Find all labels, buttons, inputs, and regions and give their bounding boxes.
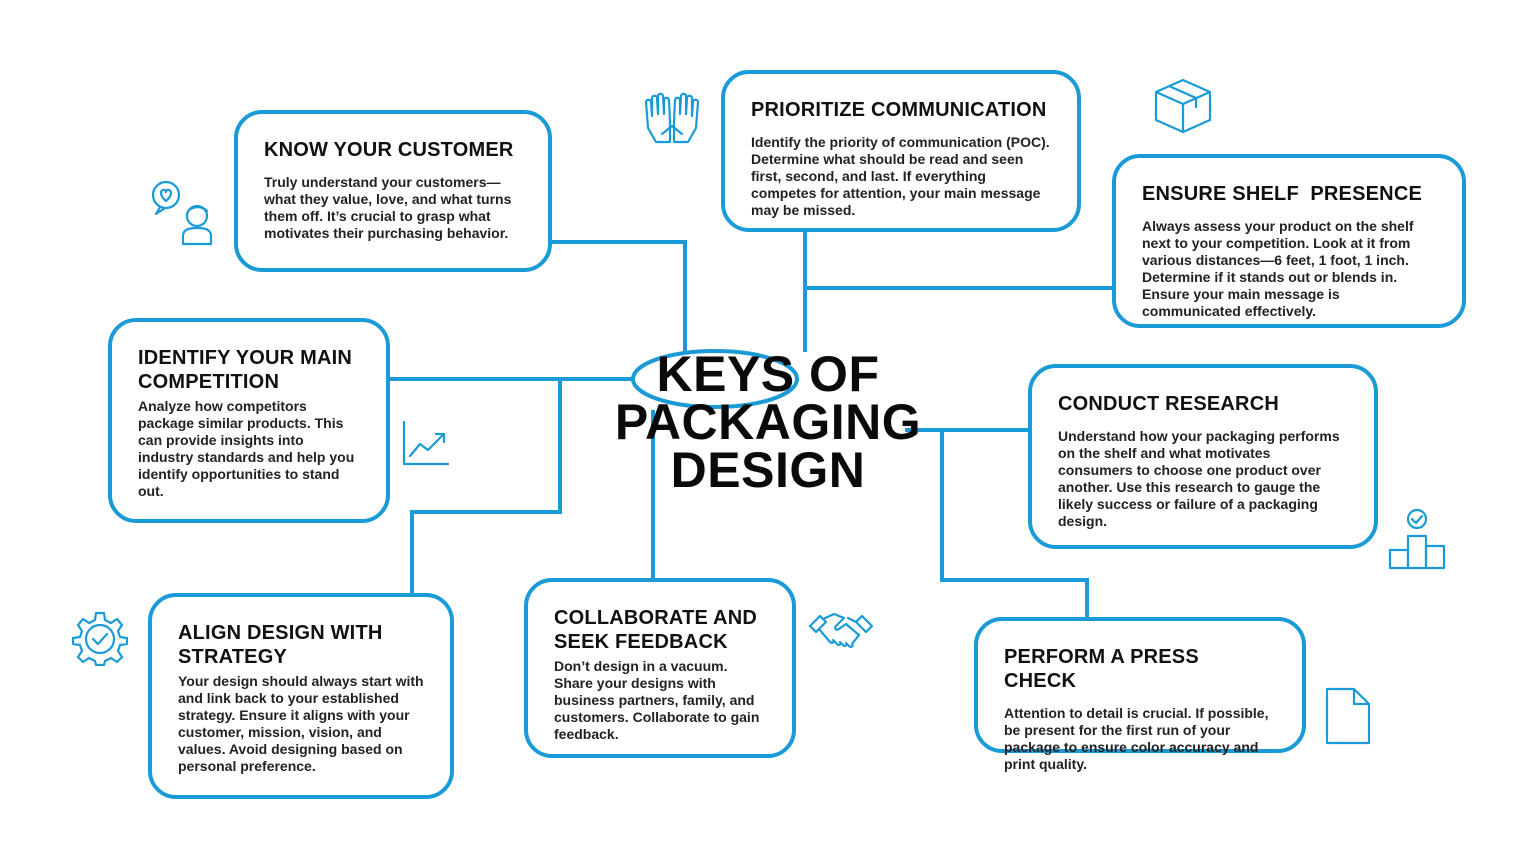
- card-prioritize-communication: PRIORITIZE COMMUNICATION Identify the pr…: [721, 70, 1081, 232]
- card-conduct-research: CONDUCT RESEARCH Understand how your pac…: [1028, 364, 1378, 549]
- raised-hands-icon: [644, 92, 700, 144]
- card-body: Attention to detail is crucial. If possi…: [1004, 705, 1269, 772]
- card-heading: ENSURE SHELF PRESENCE: [1142, 183, 1423, 205]
- card-identify-competition: IDENTIFY YOUR MAIN COMPETITION Analyze h…: [108, 318, 390, 523]
- title-line-1: KEYS OF: [656, 346, 880, 402]
- diagram-title: KEYS OF PACKAGING DESIGN: [588, 346, 948, 498]
- card-press-check: PERFORM A PRESS CHECK Attention to detai…: [974, 617, 1306, 772]
- handshake-icon: [808, 612, 874, 648]
- title-line-3: DESIGN: [670, 442, 866, 498]
- podium-check-icon: [1388, 508, 1446, 570]
- card-heading: CONDUCT RESEARCH: [1058, 393, 1279, 415]
- card-body: Always assess your product on the shelf …: [1142, 218, 1414, 319]
- card-body: Don’t design in a vacuum. Share your des…: [554, 658, 760, 742]
- card-heading: IDENTIFY YOUR MAIN COMPETITION: [138, 347, 352, 393]
- title-line-2: PACKAGING: [614, 394, 922, 450]
- card-body: Truly understand your customers—what the…: [264, 174, 512, 241]
- card-collaborate-feedback: COLLABORATE AND SEEK FEEDBACK Don’t desi…: [524, 578, 796, 758]
- card-body: Understand how your packaging performs o…: [1058, 428, 1340, 529]
- card-heading: ALIGN DESIGN WITH STRATEGY: [178, 622, 383, 668]
- card-heading: PERFORM A PRESS CHECK: [1004, 646, 1199, 692]
- connector-press: [940, 430, 1089, 620]
- connector-align: [410, 379, 562, 596]
- title-ellipse: [631, 349, 799, 409]
- card-heading: KNOW YOUR CUSTOMER: [264, 139, 514, 161]
- card-ensure-shelf-presence: ENSURE SHELF PRESENCE Always assess your…: [1112, 154, 1466, 328]
- customer-heart-icon: [151, 180, 213, 246]
- connector-know-customer: [550, 240, 687, 352]
- document-icon: [1325, 687, 1371, 745]
- card-align-design-strategy: ALIGN DESIGN WITH STRATEGY Your design s…: [148, 593, 454, 799]
- gear-check-icon: [72, 611, 128, 666]
- card-body: Analyze how competitors package similar …: [138, 398, 355, 499]
- card-know-customer: KNOW YOUR CUSTOMER Truly understand your…: [234, 110, 552, 272]
- card-body: Your design should always start with and…: [178, 673, 424, 774]
- card-heading: PRIORITIZE COMMUNICATION: [751, 99, 1047, 121]
- card-heading: COLLABORATE AND SEEK FEEDBACK: [554, 607, 757, 653]
- box-icon: [1154, 78, 1212, 134]
- card-body: Identify the priority of communication (…: [751, 134, 1050, 218]
- growth-chart-icon: [402, 420, 450, 466]
